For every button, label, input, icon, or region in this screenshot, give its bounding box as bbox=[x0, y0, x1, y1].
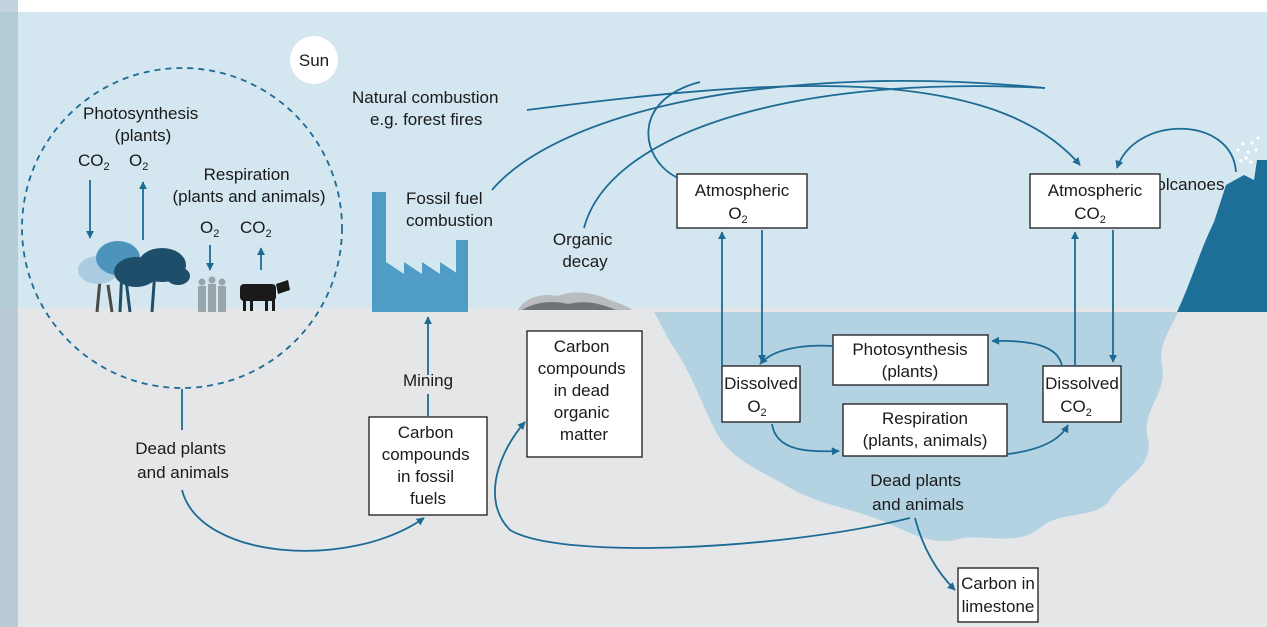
sun-icon bbox=[290, 36, 338, 84]
arrow-photosynthesis-to-dissolved-o2 bbox=[759, 344, 834, 365]
fossil-fuels-box: Carbon compounds in fossil fuels bbox=[368, 416, 488, 516]
arrow-dead-ocean-to-organic bbox=[494, 421, 911, 549]
trees-icon bbox=[78, 241, 190, 313]
svg-text:Photosynthesis: Photosynthesis bbox=[852, 340, 967, 359]
ocean-respiration-box: Respiration (plants, animals) bbox=[842, 403, 1008, 457]
plant-o2-label: O2 bbox=[129, 151, 148, 173]
svg-text:CO2: CO2 bbox=[1060, 397, 1092, 419]
cow-icon bbox=[240, 280, 290, 311]
svg-text:Dissolved: Dissolved bbox=[1045, 374, 1119, 393]
svg-text:Carbon compounds i: Carbon compounds in fossil fuels bbox=[382, 423, 475, 508]
arrow-fossil-combustion bbox=[491, 80, 1046, 191]
limestone-box: Carbon in limestone bbox=[957, 567, 1039, 623]
left-edge-band bbox=[0, 0, 18, 627]
svg-text:Carbon in: Carbon in bbox=[961, 574, 1035, 593]
svg-text:Atmospheric: Atmospheric bbox=[1048, 181, 1143, 200]
resp-o2-label: O2 bbox=[200, 218, 219, 240]
respiration-label: Respiration (plants and animals) bbox=[172, 165, 325, 206]
dead-plants-ocean-label: Dead plants and animals bbox=[870, 471, 965, 514]
dissolved-co2-box: Dissolved CO2 bbox=[1042, 365, 1122, 423]
sky-background bbox=[0, 0, 1267, 310]
fossil-fuel-combustion-label: Fossil fuel combustion bbox=[406, 189, 493, 230]
organic-decay-label: Organic decay bbox=[553, 230, 617, 271]
arrow-dissolved-co2-to-photosynthesis bbox=[991, 336, 1063, 367]
atmospheric-co2-box: Atmospheric CO2 bbox=[1029, 173, 1161, 229]
volcano-smoke bbox=[1236, 136, 1260, 164]
ocean-photosynthesis-box: Photosynthesis (plants) bbox=[832, 334, 989, 386]
svg-text:Respiration: Respiration bbox=[882, 409, 968, 428]
arrow-volcano-co2 bbox=[1115, 127, 1237, 173]
svg-text:Carbon compounds i: Carbon compounds in dead organic matter bbox=[538, 337, 631, 444]
volcanoes-label: Volcanoes bbox=[1146, 175, 1224, 194]
sun-label: Sun bbox=[299, 51, 329, 70]
photosynthesis-label: Photosynthesis (plants) bbox=[83, 104, 203, 145]
atmospheric-o2-box: Atmospheric O2 bbox=[676, 173, 808, 229]
dead-plants-left-label: Dead plants and animals bbox=[135, 439, 230, 482]
arrow-natural-combustion bbox=[526, 85, 1081, 166]
arrow-dissolved-o2-to-respiration bbox=[771, 423, 840, 456]
land-biosphere-circle bbox=[21, 67, 343, 389]
volcano-shape bbox=[1177, 160, 1267, 312]
svg-text:O2: O2 bbox=[747, 397, 766, 419]
svg-text:CO2: CO2 bbox=[1074, 204, 1106, 226]
dead-organic-box: Carbon compounds in dead organic matter bbox=[526, 330, 643, 458]
natural-combustion-label: Natural combustion e.g. forest fires bbox=[352, 88, 503, 129]
arrow-atm-o2-link bbox=[647, 81, 701, 179]
arrow-organic-decay bbox=[583, 85, 1046, 229]
arrow-dead-ocean-to-limestone bbox=[914, 517, 956, 591]
dissolved-o2-box: Dissolved O2 bbox=[721, 365, 801, 423]
svg-text:(plants): (plants) bbox=[882, 362, 939, 381]
plant-co2-label: CO2 bbox=[78, 151, 110, 173]
arrow-dead-to-fossil bbox=[181, 489, 425, 552]
svg-text:O2: O2 bbox=[728, 204, 747, 226]
svg-text:limestone: limestone bbox=[962, 597, 1035, 616]
svg-text:Atmospheric: Atmospheric bbox=[695, 181, 790, 200]
factory-icon bbox=[372, 192, 468, 312]
mining-label: Mining bbox=[403, 371, 453, 390]
arrow-respiration-to-dissolved-co2 bbox=[1007, 424, 1069, 455]
svg-text:Dissolved: Dissolved bbox=[724, 374, 798, 393]
people-icon bbox=[198, 276, 226, 312]
svg-text:(plants, animals): (plants, animals) bbox=[863, 431, 988, 450]
resp-co2-label: CO2 bbox=[240, 218, 272, 240]
top-white-strip bbox=[0, 0, 1267, 12]
